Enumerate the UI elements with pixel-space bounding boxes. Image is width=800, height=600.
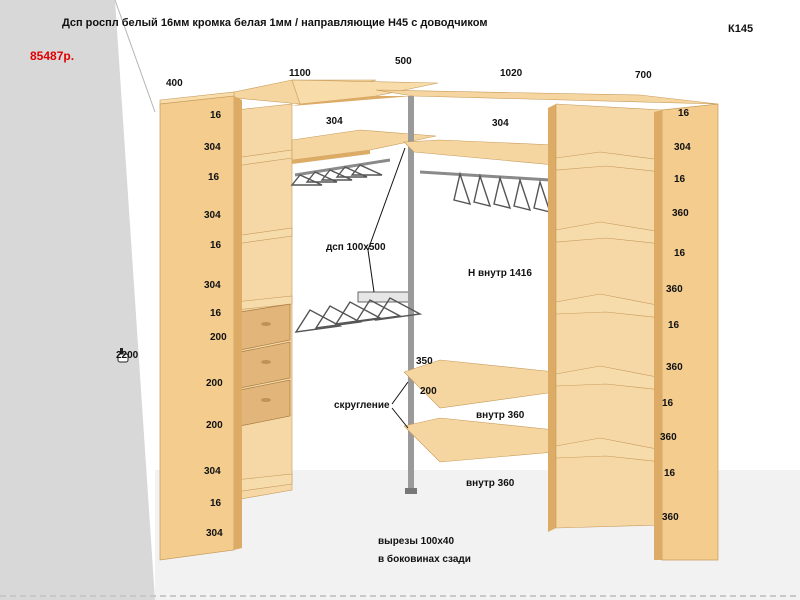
rounding-pointer-2 xyxy=(391,407,409,429)
drawer-1-handle-icon xyxy=(261,322,271,326)
left-dim-2: 16 xyxy=(208,172,220,183)
left-side-panel xyxy=(159,95,235,561)
header-title: Дсп роспл белый 16мм кромка белая 1мм / … xyxy=(62,17,487,29)
inner-360-upper: внутр 360 xyxy=(476,410,525,421)
corner-post-base xyxy=(405,488,417,494)
rounding-annotation: скругление xyxy=(334,400,390,411)
left-wall xyxy=(0,0,155,600)
upper-hanger-rod xyxy=(294,158,391,177)
board-annotation: дсп 100х500 xyxy=(326,242,386,253)
right-dim-2: 16 xyxy=(674,174,686,185)
dim-height-2200: 2200 xyxy=(116,350,139,361)
right-dim-0: 16 xyxy=(678,108,690,119)
right-dim-6: 16 xyxy=(668,320,680,331)
top-panel-edge xyxy=(292,96,413,106)
hand-cursor-icon xyxy=(117,348,129,363)
dim-1100: 1100 xyxy=(289,68,311,79)
right-dim-11: 360 xyxy=(662,512,679,523)
dim-400: 400 xyxy=(166,78,183,89)
drawer-2-handle-icon xyxy=(261,360,271,364)
drawer-stack xyxy=(239,303,291,427)
right-dim-5: 360 xyxy=(666,284,683,295)
right-column-dims: 16 304 16 360 16 360 16 360 16 360 16 36… xyxy=(660,108,691,523)
right-dim-3: 360 xyxy=(672,208,689,219)
corner-post xyxy=(408,96,414,492)
dim-1020: 1020 xyxy=(500,68,523,79)
left-upper-shelf xyxy=(291,129,437,161)
right-side-panel xyxy=(661,103,719,561)
shelf-350: 350 xyxy=(416,356,433,367)
left-dim-6: 16 xyxy=(210,308,222,319)
left-dim-1: 304 xyxy=(204,142,221,153)
right-dim-7: 360 xyxy=(666,362,683,373)
wall-corner xyxy=(114,0,156,113)
left-upper-shelf-edge xyxy=(292,150,370,164)
product-code: К145 xyxy=(728,23,753,35)
left-shelf-depth: 304 xyxy=(326,116,343,127)
right-module-shelves xyxy=(555,151,663,463)
inner-height: Н внутр 1416 xyxy=(468,268,532,279)
right-dim-4: 16 xyxy=(674,248,686,259)
drawer-3-handle-icon xyxy=(261,398,271,402)
cutouts-line-1: вырезы 100х40 xyxy=(378,536,454,547)
board-pointer-line-2 xyxy=(367,249,375,293)
left-side-edge xyxy=(234,96,242,550)
left-dim-5: 304 xyxy=(204,280,221,291)
inner-360-lower: внутр 360 xyxy=(466,478,515,489)
left-dim-12: 304 xyxy=(206,528,223,539)
left-dim-7: 200 xyxy=(210,332,227,343)
dim-500: 500 xyxy=(395,56,412,67)
left-dim-8: 200 xyxy=(206,378,223,389)
rod-bracket xyxy=(357,291,411,303)
cutouts-line-2: в боковинах сзади xyxy=(378,553,471,565)
left-dim-11: 16 xyxy=(210,498,222,509)
right-dim-10: 16 xyxy=(664,468,676,479)
dim-700: 700 xyxy=(635,70,652,81)
left-column-dims: 16 304 16 304 16 304 16 200 200 200 304 … xyxy=(204,110,227,539)
right-side-edge xyxy=(654,110,662,560)
middle-shelf-depth: 304 xyxy=(492,118,509,129)
hangers-upper-left xyxy=(290,164,383,186)
price-label: 85487р. xyxy=(30,49,74,63)
left-dim-0: 16 xyxy=(210,110,222,121)
right-dim-8: 16 xyxy=(662,398,674,409)
left-dim-10: 304 xyxy=(204,466,221,477)
hangers-right xyxy=(453,171,552,213)
left-module-shelves xyxy=(234,149,293,493)
hangers-lower-left xyxy=(294,297,423,333)
shelf-200: 200 xyxy=(420,386,437,397)
rounding-pointer-1 xyxy=(391,381,409,405)
right-dim-9: 360 xyxy=(660,432,677,443)
right-dim-1: 304 xyxy=(674,142,691,153)
left-dim-9: 200 xyxy=(206,420,223,431)
left-dim-4: 16 xyxy=(210,240,222,251)
board-pointer-line xyxy=(367,147,406,251)
right-hanger-rod xyxy=(419,170,551,182)
right-module-inner-edge xyxy=(548,104,556,532)
left-dim-3: 304 xyxy=(204,210,221,221)
